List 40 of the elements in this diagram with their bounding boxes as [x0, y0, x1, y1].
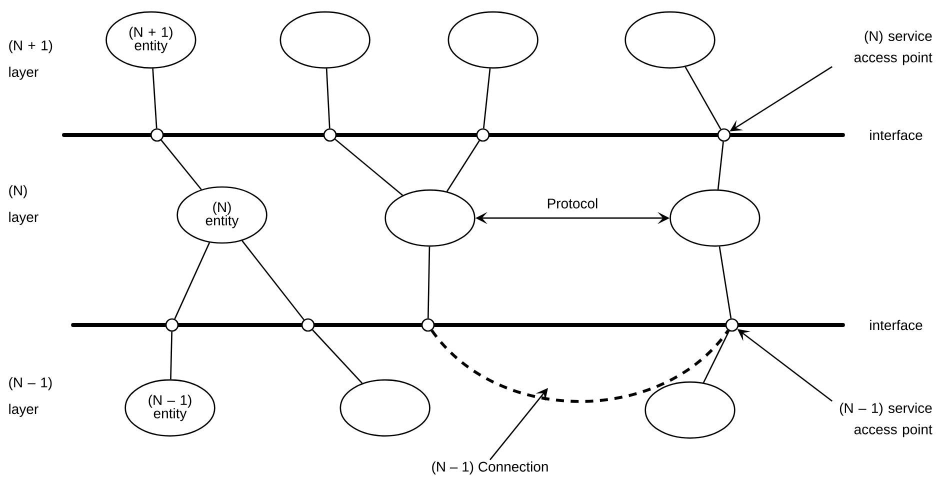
interface-label: interface: [870, 130, 922, 140]
access-point-circle: [150, 128, 164, 142]
connector-line: [170, 332, 172, 380]
callout-text: (N) service access point: [854, 30, 932, 66]
access-point-circle: [717, 128, 731, 142]
layer-label: (N – 1) layer: [9, 377, 52, 417]
access-point-circle: [301, 318, 315, 332]
layer-label: (N + 1) layer: [9, 40, 52, 80]
interface-label: interface: [870, 320, 922, 330]
access-point-circle: [476, 128, 490, 142]
connector-line: [160, 140, 202, 190]
entity-ellipse: [670, 189, 760, 247]
edge-label: Protocol: [545, 196, 600, 210]
callout-text: (N – 1) Connection: [432, 461, 548, 474]
entity-ellipse: [340, 379, 430, 437]
entity-ellipse: [624, 11, 716, 69]
connector-line: [326, 68, 330, 128]
callout-text: (N – 1) service access point: [840, 402, 932, 438]
connector-line: [334, 138, 403, 196]
connector-line: [717, 142, 724, 190]
entity-ellipse: [384, 189, 476, 247]
connector-line: [152, 68, 158, 128]
entity-ellipse: [644, 381, 736, 439]
connector-line: [684, 66, 722, 130]
entity-ellipse: [448, 11, 538, 69]
connector-line: [446, 140, 480, 192]
connector-line: [702, 330, 730, 383]
connector-line: [312, 329, 363, 384]
connector-line: [174, 242, 210, 320]
entity-ellipse: [280, 11, 370, 69]
access-point-circle: [165, 318, 179, 332]
connector-line: [718, 246, 732, 319]
access-point-circle: [421, 318, 435, 332]
connector-line: [482, 68, 491, 128]
access-point-circle: [725, 318, 739, 332]
layer-label: (N) layer: [9, 185, 38, 225]
connector-line: [242, 240, 304, 320]
connection-curve: [430, 330, 730, 403]
connector-line: [427, 246, 430, 318]
access-point-circle: [323, 128, 337, 142]
